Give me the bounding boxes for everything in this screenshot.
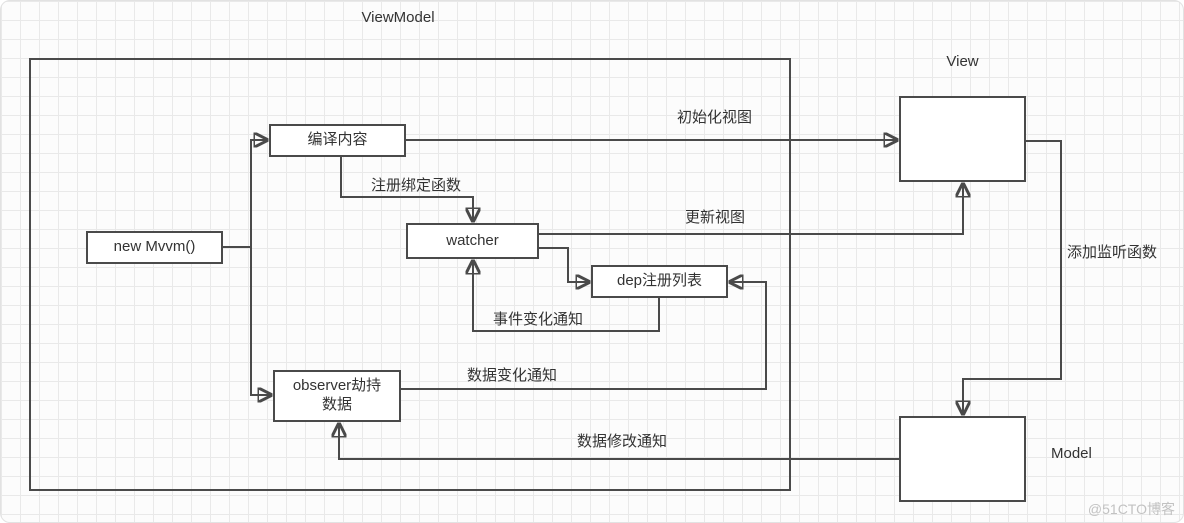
node-model-label: Model (1051, 445, 1092, 462)
node-view-label: View (946, 53, 979, 70)
node-view-box (899, 96, 1026, 182)
viewmodel-title: ViewModel (361, 9, 435, 26)
connector-mvvm-to-observer (250, 247, 271, 395)
viewmodel-container (29, 58, 791, 491)
edge-label-data-modify: 数据修改通知 (577, 433, 668, 450)
node-dep-label: dep注册列表 (616, 272, 703, 290)
node-observer-label-line1: observer劫持 (292, 377, 382, 395)
node-watcher-label: watcher (446, 231, 499, 249)
connector-view-to-model (963, 140, 1062, 414)
edge-label-register-bind: 注册绑定函数 (371, 177, 462, 194)
node-new-mvvm: new Mvvm() (86, 231, 223, 264)
edge-label-init-view: 初始化视图 (677, 109, 753, 126)
connector-observer-to-dep (401, 282, 767, 390)
node-dep: dep注册列表 (591, 265, 728, 298)
connector-watcher-to-view (539, 184, 963, 235)
edge-label-add-listener: 添加监听函数 (1067, 244, 1158, 261)
connector-watcher-to-dep (539, 247, 589, 282)
node-compile: 编译内容 (269, 124, 406, 157)
node-observer: observer劫持 数据 (273, 370, 401, 422)
edge-label-update-view: 更新视图 (685, 209, 746, 226)
watermark: @51CTO博客 (1087, 501, 1175, 517)
node-watcher: watcher (406, 223, 539, 259)
node-observer-label-line2: 数据 (321, 396, 352, 413)
connector-model-to-observer (339, 424, 899, 460)
connector-compile-to-watcher (340, 157, 473, 221)
node-new-mvvm-label: new Mvvm() (113, 238, 196, 256)
node-compile-label: 编译内容 (307, 131, 368, 149)
connector-dep-to-watcher (473, 261, 660, 332)
node-model-box (899, 416, 1026, 502)
edge-label-data-change: 数据变化通知 (467, 367, 558, 384)
edge-label-event-change: 事件变化通知 (493, 311, 584, 328)
connector-mvvm-to-compile (223, 140, 267, 248)
